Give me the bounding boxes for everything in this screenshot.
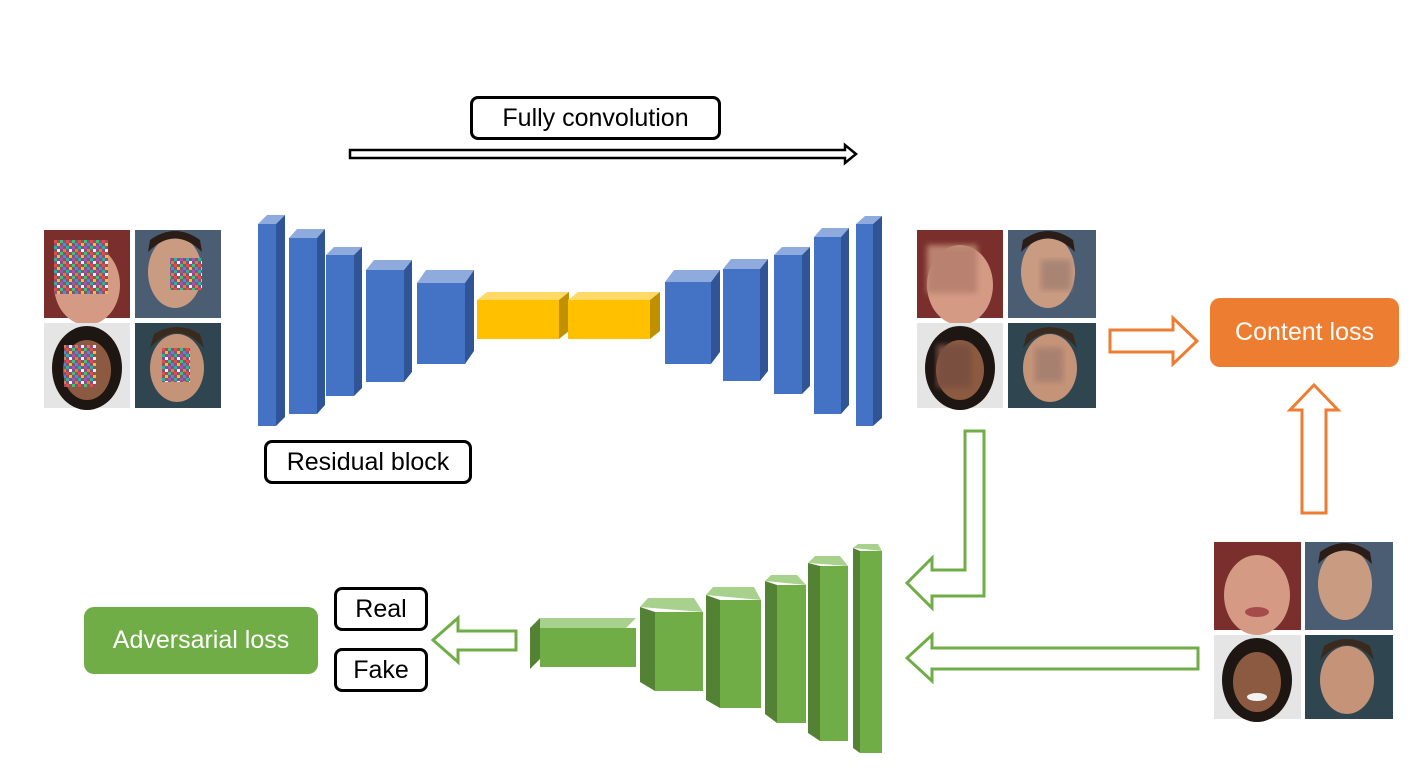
blur-patch	[1041, 260, 1071, 290]
face-thumbnail	[1305, 542, 1393, 630]
decoder-block-1	[665, 270, 720, 364]
decoder-block-2	[723, 259, 768, 381]
encoder-block-5	[417, 270, 474, 364]
discriminator-block-6	[853, 544, 882, 753]
decoder-block-5	[856, 216, 882, 426]
face-thumbnail	[917, 323, 1003, 410]
face-thumbnail	[1214, 635, 1301, 722]
encoder-block-2	[289, 229, 325, 414]
encoder-block-3	[326, 247, 362, 396]
face-thumbnail	[44, 323, 130, 410]
face-thumbnail	[1305, 635, 1393, 719]
generator-network	[258, 215, 882, 426]
noise-mask	[54, 240, 108, 294]
face-thumbnail	[1214, 542, 1301, 635]
face-thumbnail	[1008, 230, 1096, 318]
face-thumbnail	[44, 230, 130, 325]
masked-input-faces	[44, 230, 221, 410]
residual-block-label: Residual block	[264, 440, 472, 484]
face-thumbnail	[135, 230, 221, 318]
discriminator-block-1	[530, 618, 636, 669]
output-to-content-loss-arrow	[1108, 314, 1200, 368]
fully-convolution-arrow	[348, 142, 858, 166]
real-to-discriminator-arrow	[904, 631, 1200, 685]
real-label: Real	[334, 587, 428, 631]
fake-label: Fake	[334, 648, 428, 692]
discriminator-block-3	[706, 587, 761, 708]
output-to-discriminator-arrow	[904, 429, 986, 612]
real-reference-faces	[1214, 542, 1393, 722]
decoder-block-4	[814, 228, 849, 414]
blur-patch	[937, 345, 971, 387]
adversarial-loss-box: Adversarial loss	[84, 607, 318, 674]
generated-output-faces	[917, 230, 1096, 410]
fully-convolution-label: Fully convolution	[470, 96, 721, 140]
blur-patch	[927, 245, 977, 293]
discriminator-block-5	[808, 556, 848, 741]
noise-mask	[64, 345, 96, 387]
real-to-content-loss-arrow	[1286, 382, 1342, 515]
discriminator-block-4	[765, 575, 806, 723]
face-thumbnail	[917, 230, 1003, 325]
face-thumbnail	[1008, 323, 1096, 408]
bottleneck-block-1	[477, 292, 569, 339]
blur-patch	[1035, 348, 1063, 382]
discriminator-block-2	[640, 598, 703, 691]
encoder-block-4	[366, 260, 412, 382]
noise-mask	[170, 258, 202, 290]
face-thumbnail	[135, 323, 221, 408]
bottleneck-block-2	[568, 292, 660, 339]
noise-mask	[162, 348, 190, 382]
decoder-block-3	[774, 247, 810, 394]
encoder-block-1	[258, 215, 285, 426]
content-loss-box: Content loss	[1210, 298, 1399, 367]
discriminator-to-output-arrow	[430, 614, 518, 666]
discriminator-network	[530, 544, 882, 753]
